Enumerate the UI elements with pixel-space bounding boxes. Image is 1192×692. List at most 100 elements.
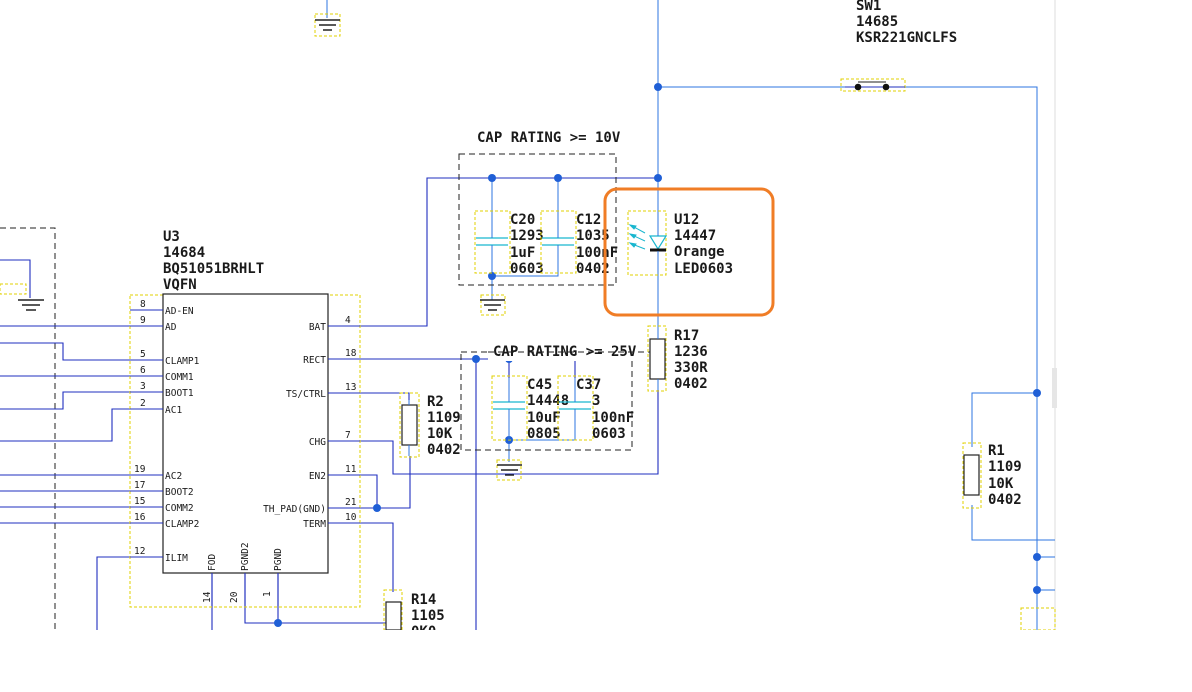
r14-ref: R14 <box>411 592 436 608</box>
u3-pin-label: BOOT2 <box>165 487 194 498</box>
u3-pin-label: EN2 <box>309 471 326 482</box>
c12-package: 0402 <box>576 261 610 277</box>
u12-led-component[interactable]: U12 14447 Orange LED0603 <box>627 210 733 277</box>
r17-ref: R17 <box>674 328 699 344</box>
u3-package: VQFN <box>163 277 197 293</box>
u3-pin-num: 14 <box>202 591 213 603</box>
u3-pin-label: ILIM <box>165 553 188 564</box>
r2-number: 1109 <box>427 410 461 426</box>
u3-pin-num: 5 <box>140 349 146 360</box>
u3-pin-num: 9 <box>140 315 146 326</box>
c37-ref: C37 <box>576 377 601 393</box>
c45-ref: C45 <box>527 377 552 393</box>
canvas-right-mask <box>1056 0 1192 692</box>
u3-pin-num: 17 <box>134 480 145 491</box>
u3-pin-label: AC1 <box>165 405 182 416</box>
cap-group-25v: CAP RATING >= 25V C45 14448 10uF 0805 C3… <box>460 344 652 481</box>
c37-value: 100nF <box>592 410 634 426</box>
u3-pin-num: 13 <box>345 382 356 393</box>
u12-ref: U12 <box>674 212 699 228</box>
u3-pin-num: 12 <box>134 546 145 557</box>
c45-package: 0805 <box>527 426 561 442</box>
u3-component[interactable]: U3 14684 BQ51051BRHLT VQFN 8 AD-EN 9 AD … <box>129 229 361 608</box>
c45-number: 14448 <box>527 393 569 409</box>
c20-value: 1uF <box>510 245 535 261</box>
partial-component <box>1020 607 1056 631</box>
r17-package: 0402 <box>674 376 708 392</box>
c12-component[interactable]: C12 1035 100nF 0402 <box>540 210 618 277</box>
c20-ref: C20 <box>510 212 535 228</box>
cap-group-10v-label: CAP RATING >= 10V <box>477 130 621 146</box>
u3-pin-label: TERM <box>303 519 326 530</box>
u3-pin-label: PGND2 <box>240 542 251 571</box>
c37-package: 0603 <box>592 426 626 442</box>
u3-pin-num: 2 <box>140 398 146 409</box>
ground-symbol-top <box>314 0 341 37</box>
c45-component[interactable]: C45 14448 10uF 0805 <box>491 375 569 442</box>
u3-pin-label: FOD <box>207 554 218 571</box>
c37-number: 3 <box>592 393 600 409</box>
cap-group-10v: CAP RATING >= 10V C20 1293 1uF 0603 C12 … <box>458 130 621 316</box>
ground-symbol <box>18 299 44 311</box>
u3-pin-num: 7 <box>345 430 351 441</box>
vertical-scrollbar[interactable] <box>1052 368 1057 408</box>
u3-number: 14684 <box>163 245 205 261</box>
c20-number: 1293 <box>510 228 544 244</box>
u3-pin-label: BOOT1 <box>165 388 194 399</box>
u3-pin-num: 4 <box>345 315 351 326</box>
u3-pin-label: CLAMP1 <box>165 356 200 367</box>
c12-value: 100nF <box>576 245 618 261</box>
u3-pin-num: 3 <box>140 381 146 392</box>
u3-pin-label: CLAMP2 <box>165 519 199 530</box>
u3-pin-num: 16 <box>134 512 146 523</box>
u3-ref: U3 <box>163 229 180 245</box>
cap-group-25v-label: CAP RATING >= 25V <box>493 344 637 360</box>
r2-component[interactable]: R2 1109 10K 0402 <box>399 392 461 458</box>
r2-package: 0402 <box>427 442 461 458</box>
u3-pin-num: 1 <box>262 591 273 597</box>
sw1-part: KSR221GNCLFS <box>856 30 957 46</box>
c37-component[interactable]: C37 3 100nF 0603 <box>557 375 634 442</box>
u3-pin-label: AD-EN <box>165 306 194 317</box>
ground-symbol <box>480 294 506 316</box>
sw1-number: 14685 <box>856 14 898 30</box>
u12-value: Orange <box>674 244 725 260</box>
r2-value: 10K <box>427 426 453 442</box>
wires <box>0 0 1055 630</box>
r1-value: 10K <box>988 476 1014 492</box>
r14-number: 1105 <box>411 608 445 624</box>
r17-component[interactable]: R17 1236 330R 0402 <box>647 325 708 392</box>
c20-package: 0603 <box>510 261 544 277</box>
u3-pin-label: BAT <box>309 322 326 333</box>
u12-package: LED0603 <box>674 261 733 277</box>
u3-pin-num: 18 <box>345 348 357 359</box>
r1-ref: R1 <box>988 443 1005 459</box>
r17-value: 330R <box>674 360 708 376</box>
u3-pin-num: 10 <box>345 512 357 523</box>
u12-number: 14447 <box>674 228 716 244</box>
u3-pin-label: AC2 <box>165 471 182 482</box>
c20-component[interactable]: C20 1293 1uF 0603 <box>474 210 544 277</box>
r1-component[interactable]: R1 1109 10K 0402 <box>962 442 1022 509</box>
r17-number: 1236 <box>674 344 708 360</box>
left-partial-block <box>0 227 56 630</box>
u3-part: BQ51051BRHLT <box>163 261 264 277</box>
u3-pin-label: TH_PAD(GND) <box>263 504 326 515</box>
ground-symbol <box>496 459 522 481</box>
sw1-component[interactable]: SW1 14685 KSR221GNCLFS <box>840 0 957 92</box>
c12-ref: C12 <box>576 212 601 228</box>
c45-value: 10uF <box>527 410 561 426</box>
u3-pin-num: 11 <box>345 464 357 475</box>
u3-pin-label: PGND <box>273 548 284 571</box>
u3-pin-label: CHG <box>309 437 326 448</box>
u3-pin-num: 15 <box>134 496 145 507</box>
sw1-ref: SW1 <box>856 0 881 14</box>
u3-pin-num: 6 <box>140 365 146 376</box>
u3-pin-label: COMM1 <box>165 372 194 383</box>
u3-pin-label: COMM2 <box>165 503 194 514</box>
r1-number: 1109 <box>988 459 1022 475</box>
canvas-bottom-mask <box>0 630 1192 692</box>
r2-ref: R2 <box>427 394 444 410</box>
u3-pin-label: RECT <box>303 355 326 366</box>
